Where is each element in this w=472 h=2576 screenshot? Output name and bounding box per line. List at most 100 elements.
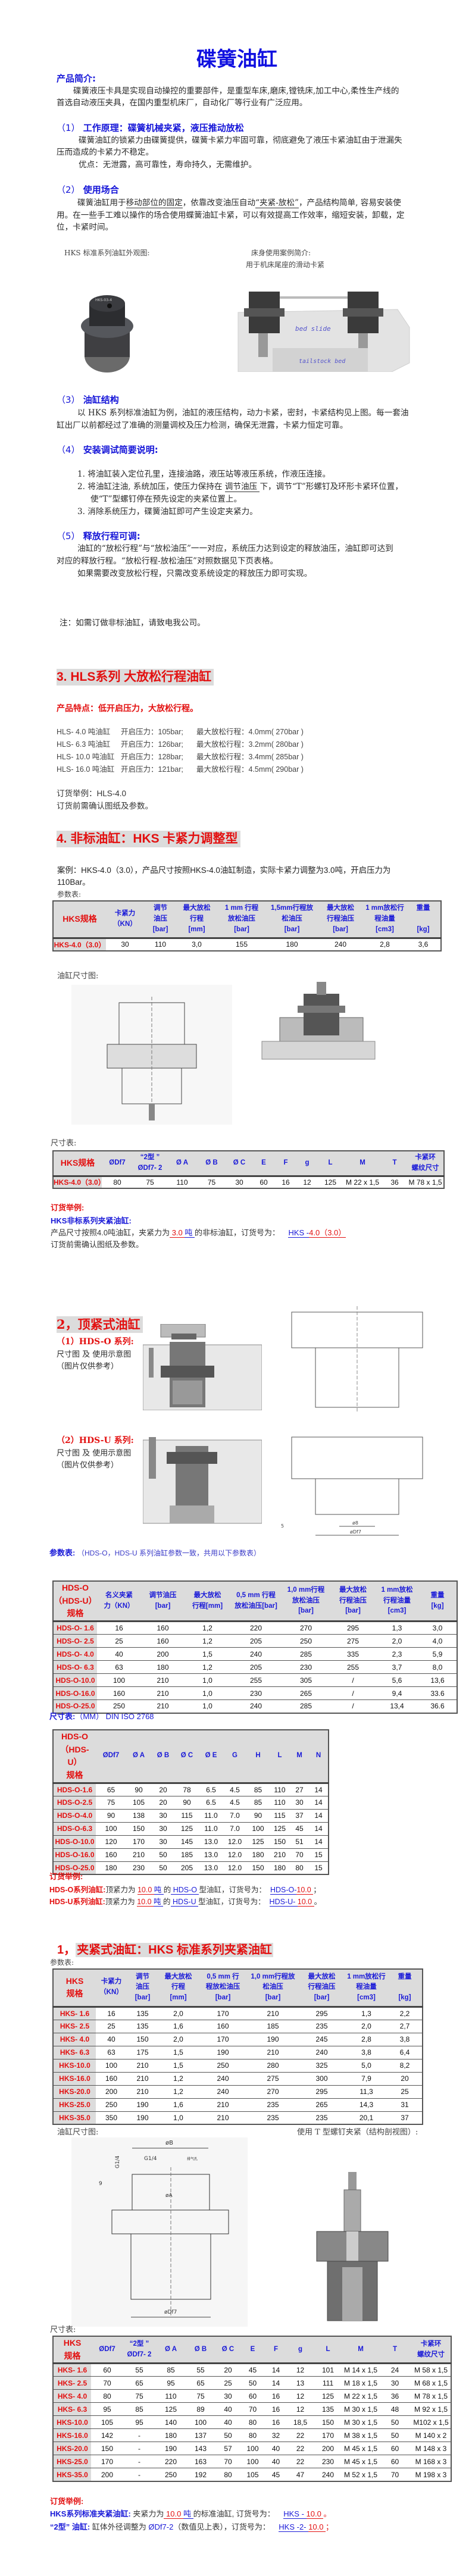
table-cell: 20 <box>387 2071 423 2085</box>
table-cell: 110 <box>270 1782 290 1796</box>
table-cell: 18,5 <box>287 2415 313 2429</box>
table-cell: 250 <box>198 2058 248 2072</box>
table-cell: 95 <box>155 2376 186 2390</box>
hls-model: HLS- 4.0 吨油缸 <box>57 728 111 736</box>
install-step-2-cont: 使“T”型螺钉停在预先设定的夹紧位置上。 <box>90 494 242 504</box>
row-model: HKS- 6.3 <box>53 2402 91 2416</box>
dim-mark: ø8 <box>352 1520 358 1526</box>
table-cell: 210 <box>248 2006 298 2020</box>
table-cell: 300 <box>298 2071 345 2085</box>
table-cell: 75 <box>96 1795 126 1810</box>
row-model: HDS-O-16.0 <box>53 1848 96 1862</box>
table-cell: 210 <box>248 2045 298 2059</box>
params-label: 参数表: <box>57 890 82 899</box>
row-model: HDS-O-25.0 <box>53 1699 97 1713</box>
column-header: 1 mm放松行 程油量 [cm3] <box>345 1969 387 2008</box>
table-cell: M 92 x 1,5 <box>411 2402 451 2416</box>
table-cell: 40 <box>264 2455 287 2468</box>
row-model: HKS-10.0 <box>53 2058 96 2072</box>
table-cell: 85 <box>246 1782 270 1796</box>
page-title: 碟簧油缸 <box>196 48 277 71</box>
label: HDS-U系列油缸: <box>49 1898 105 1906</box>
text: ，依靠改变油压自动 <box>182 198 256 208</box>
table-cell: 47 <box>287 2468 313 2481</box>
row-model: HKS-16.0 <box>53 2428 91 2442</box>
section-title: 使用场合 <box>83 184 119 195</box>
dim-mark: G1/4 <box>115 2155 121 2168</box>
table-cell: 240 <box>298 2045 345 2059</box>
table-cell: 2,3 <box>376 1647 418 1661</box>
column-header: 卡紧环 螺纹尺寸 <box>407 1151 444 1177</box>
table-cell: 13 <box>287 2376 313 2390</box>
dim-mark: øB <box>165 2140 173 2146</box>
row-model: HKS-16.0 <box>53 2071 96 2085</box>
force-value: 3.0 <box>170 1228 185 1238</box>
diameter-code: ØDf7-2 <box>148 2522 174 2531</box>
table-cell: 16 <box>97 1621 141 1635</box>
usage-line: 用。在一些手工难以操作的场合使用蝶簧油缸卡紧，可以有效提高工作效率，缩短安装，卸… <box>57 211 405 220</box>
table-cell: 210 <box>270 1848 290 1862</box>
column-header: Ø C <box>226 1151 252 1177</box>
column-header: g <box>296 1151 318 1177</box>
section-number: （4） <box>57 445 80 455</box>
intro-line: 首选自动液压夹具，在国内重型机床厂，自动化厂等行业有广泛应用。 <box>57 98 308 108</box>
table-cell: 13.0 <box>199 1861 223 1875</box>
table-header-row: HKS规格卡紧力 （KN）调节 油压 [bar]最大放松 行程 [mm]1 mm… <box>53 901 441 939</box>
row-model: HDS-O-10.0 <box>53 1673 97 1687</box>
table-cell: 85 <box>155 2363 186 2377</box>
table-cell: 80 <box>241 2428 264 2442</box>
order-heading: 订货举例: <box>49 1872 83 1881</box>
text: 型油缸，订货号为： <box>198 1898 265 1906</box>
order-code-value: 10.0 <box>297 1898 314 1907</box>
table-cell: 205 <box>175 1861 199 1875</box>
row-model: HDS-O-4.0 <box>53 1808 96 1823</box>
usage-line: 碟簧油缸用于移动部位的固定，依靠改变油压自动“夹紧-放松”，产品结构简单, 容易… <box>77 198 401 208</box>
section-title: 工作原理：碟簧机械夹紧，液压推动放松 <box>83 123 244 133</box>
table-cell: 12 <box>287 2389 313 2403</box>
table-cell: 37 <box>387 2111 423 2124</box>
table-cell: 1,3 <box>345 2006 387 2020</box>
table-cell: 295 <box>298 2006 345 2020</box>
table-cell: 250 <box>155 2468 186 2481</box>
text: 型油缸，订货号为： <box>199 1886 266 1894</box>
table-cell: 3,7 <box>376 1660 418 1674</box>
table-cell: 9,4 <box>376 1686 418 1700</box>
hls-stroke: 最大放松行程：3.4mm( 285bar ) <box>196 753 304 761</box>
table-cell: 235 <box>248 2098 298 2111</box>
force-unit: 吨 <box>185 1228 195 1238</box>
table-cell: 110 <box>270 1795 290 1810</box>
table-cell: 3,0 <box>418 1621 457 1635</box>
table-cell: 105 <box>91 2415 123 2429</box>
column-header: T <box>382 1151 407 1177</box>
paragraph-line: 如果需要改变放松行程，只需改变系统设定的释放压力即可实现。 <box>77 569 312 578</box>
row-model: HDS-O- 4.0 <box>53 1647 97 1661</box>
table-cell: 14 <box>264 2363 287 2377</box>
table-cell: 13,4 <box>376 1699 418 1713</box>
table-cell: 3,0 <box>177 937 217 951</box>
column-header: 调节油压 [bar] <box>141 1581 185 1623</box>
column-header: HKS规格 <box>53 901 106 939</box>
column-header: 最大放松 行程油压 [bar] <box>317 901 364 939</box>
hls-section-heading: 3. HLS系列 大放松行程油缸 <box>57 669 214 686</box>
table-cell: M 14 x 1,5 <box>343 2363 379 2377</box>
table-cell: 210 <box>127 2058 158 2072</box>
photo-label: HKS-03-4 <box>95 298 112 302</box>
table-cell: 150 <box>270 1835 290 1849</box>
table-cell: 100 <box>96 1821 126 1836</box>
label-note: （MM） DIN ISO 2768 <box>75 1712 154 1721</box>
drawing-note: 尺寸图 及 使用示意图 <box>57 1350 132 1359</box>
paragraph-line: 油缸的“放松行程”与“放松油压”一一对应，系统压力达到设定的释放油压，油缸即可达… <box>77 544 393 553</box>
column-header: Ø C <box>175 1730 199 1784</box>
column-header: 重量 [kg] <box>387 1969 423 2008</box>
table-cell: 205 <box>230 1660 282 1674</box>
table-cell: 210 <box>141 1699 185 1713</box>
column-header: M <box>290 1730 309 1784</box>
table-cell: 70 <box>241 2402 264 2416</box>
table-cell: 13.0 <box>199 1848 223 1862</box>
order-code-value: 10.0 <box>308 2522 326 2532</box>
